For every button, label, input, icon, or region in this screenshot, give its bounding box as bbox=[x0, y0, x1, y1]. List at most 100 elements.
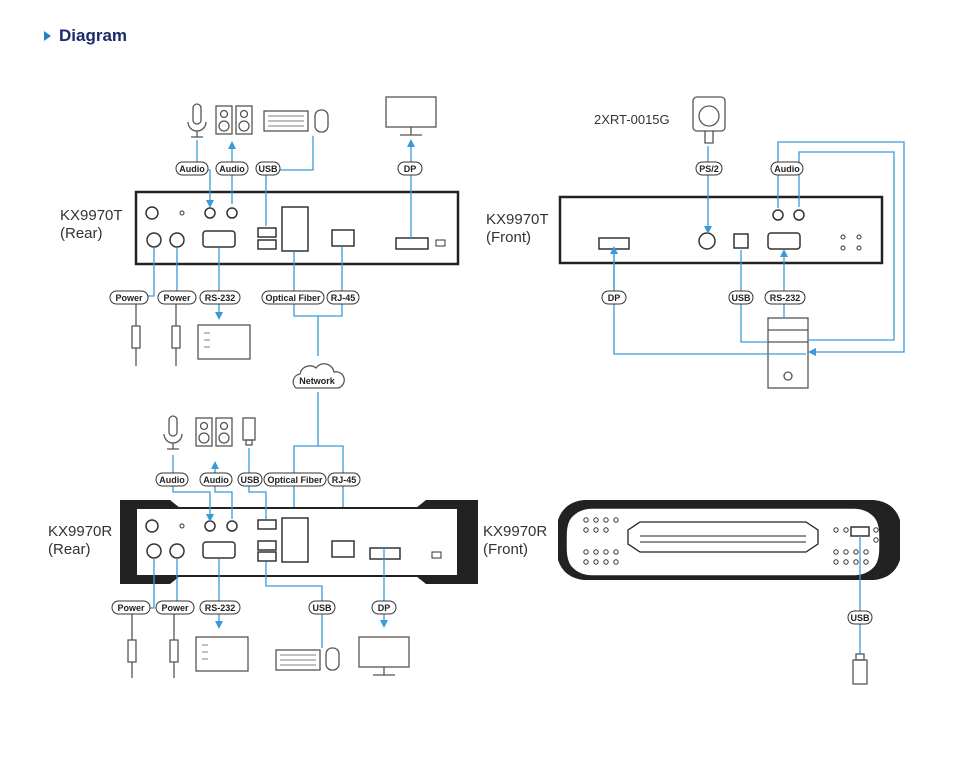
tx-front-chassis bbox=[558, 195, 884, 265]
switch-icon bbox=[435, 239, 446, 247]
serial-device-icon bbox=[195, 636, 249, 672]
tx-rear-title-2: (Rear) bbox=[60, 225, 103, 242]
power-adapter-icon bbox=[171, 300, 181, 366]
rx-rear-chassis bbox=[135, 507, 459, 577]
speaker-cone bbox=[238, 120, 250, 132]
cloud-icon bbox=[292, 363, 345, 389]
tx-front-title-1: KX9970T bbox=[486, 211, 549, 228]
label-usb: USB bbox=[731, 293, 751, 303]
power-jack-icon bbox=[169, 232, 185, 248]
rx-rear-title-2: (Rear) bbox=[48, 541, 91, 558]
usb-port-icon bbox=[257, 239, 277, 250]
heading-triangle-icon bbox=[44, 31, 51, 41]
power-jack-icon bbox=[146, 543, 162, 559]
power-adapter-icon bbox=[127, 614, 137, 678]
audio-jack-icon bbox=[772, 209, 784, 221]
label-audio: Audio bbox=[219, 164, 245, 174]
label-audio: Audio bbox=[179, 164, 205, 174]
label-dp: DP bbox=[404, 164, 417, 174]
rx-rear-labels: Audio Audio USB Optical Fiber RJ-45 Powe… bbox=[111, 472, 397, 615]
rx-front-device: KX9970R (Front) bbox=[483, 500, 900, 580]
label-usb: USB bbox=[258, 164, 278, 174]
monitor-icon bbox=[358, 636, 410, 668]
label-power: Power bbox=[163, 293, 191, 303]
label-usb: USB bbox=[850, 613, 870, 623]
rj45-port-icon bbox=[331, 229, 355, 247]
label-audio: Audio bbox=[203, 475, 229, 485]
rx-front-title-2: (Front) bbox=[483, 541, 528, 558]
power-adapter-icon bbox=[169, 614, 179, 678]
label-power: Power bbox=[161, 603, 189, 613]
usb-port-icon bbox=[850, 526, 870, 537]
rj45-port-icon bbox=[331, 540, 355, 558]
usb-port-icon bbox=[257, 227, 277, 238]
mouse-icon bbox=[314, 109, 329, 133]
speaker-cone bbox=[218, 120, 230, 132]
switch-icon bbox=[431, 551, 442, 559]
keyboard-icon bbox=[275, 649, 321, 671]
label-rs232: RS-232 bbox=[205, 603, 236, 613]
tx-front-labels: PS/2 Audio DP USB RS-232 bbox=[601, 161, 806, 305]
heading-text: Diagram bbox=[59, 26, 128, 45]
network-cloud: Network bbox=[292, 363, 345, 389]
label-optical-fiber: Optical Fiber bbox=[267, 475, 323, 485]
sensor-icon bbox=[692, 96, 726, 144]
label-audio: Audio bbox=[159, 475, 185, 485]
ground-icon bbox=[145, 519, 159, 533]
power-jack-icon bbox=[169, 543, 185, 559]
label-rs232: RS-232 bbox=[770, 293, 801, 303]
serial-device-icon bbox=[197, 324, 251, 360]
rx-rear-peripherals bbox=[127, 415, 410, 678]
microphone-icon bbox=[163, 415, 183, 450]
ground-icon bbox=[145, 206, 159, 220]
speaker-icon bbox=[215, 105, 233, 135]
rx-front-title-1: KX9970R bbox=[483, 523, 547, 540]
sensor-label: 2XRT-0015G bbox=[594, 112, 670, 127]
audio-jack-icon bbox=[204, 207, 216, 219]
usb-drive-icon bbox=[242, 417, 256, 441]
speaker-cone bbox=[219, 109, 229, 119]
led-icon bbox=[179, 210, 185, 216]
usb-drive-icon bbox=[852, 653, 868, 685]
tx-front-title-2: (Front) bbox=[486, 229, 531, 246]
keyboard-icon bbox=[263, 110, 309, 132]
displayport-icon bbox=[395, 237, 429, 250]
speaker-icon bbox=[215, 417, 233, 447]
usb-port-icon bbox=[257, 519, 277, 530]
usb-b-port-icon bbox=[733, 233, 749, 249]
rx-rear-device: KX9970R (Rear) bbox=[48, 500, 478, 584]
led-icon bbox=[179, 523, 185, 529]
audio-jack-icon bbox=[226, 207, 238, 219]
speaker-icon bbox=[235, 105, 253, 135]
label-usb: USB bbox=[240, 475, 260, 485]
label-power: Power bbox=[117, 603, 145, 613]
monitor-icon bbox=[385, 96, 437, 128]
speaker-icon bbox=[195, 417, 213, 447]
sfp-port-icon bbox=[281, 206, 309, 252]
vent-holes bbox=[583, 517, 879, 565]
power-jack-icon bbox=[146, 232, 162, 248]
mouse-icon bbox=[325, 647, 340, 671]
label-dp: DP bbox=[378, 603, 391, 613]
label-rj45: RJ-45 bbox=[331, 293, 356, 303]
label-dp: DP bbox=[608, 293, 621, 303]
label-power: Power bbox=[115, 293, 143, 303]
label-ps2: PS/2 bbox=[699, 164, 719, 174]
diagram-heading: Diagram bbox=[44, 26, 127, 46]
label-audio: Audio bbox=[774, 164, 800, 174]
power-adapter-icon bbox=[131, 300, 141, 366]
usb-port-icon bbox=[257, 551, 277, 562]
displayport-icon bbox=[369, 547, 401, 560]
rx-rear-title-1: KX9970R bbox=[48, 523, 112, 540]
label-rj45: RJ-45 bbox=[332, 475, 357, 485]
led-group bbox=[840, 234, 862, 251]
sfp-port-icon bbox=[281, 517, 309, 563]
serial-port-icon bbox=[202, 541, 236, 559]
usb-port-icon bbox=[257, 540, 277, 551]
label-rs232: RS-232 bbox=[205, 293, 236, 303]
tx-rear-labels: Audio Audio USB DP Power Power RS-232 Op… bbox=[109, 161, 423, 305]
tx-front-device: KX9970T (Front) bbox=[486, 195, 884, 265]
speaker-cone bbox=[239, 109, 249, 119]
tx-rear-title-1: KX9970T bbox=[60, 207, 123, 224]
